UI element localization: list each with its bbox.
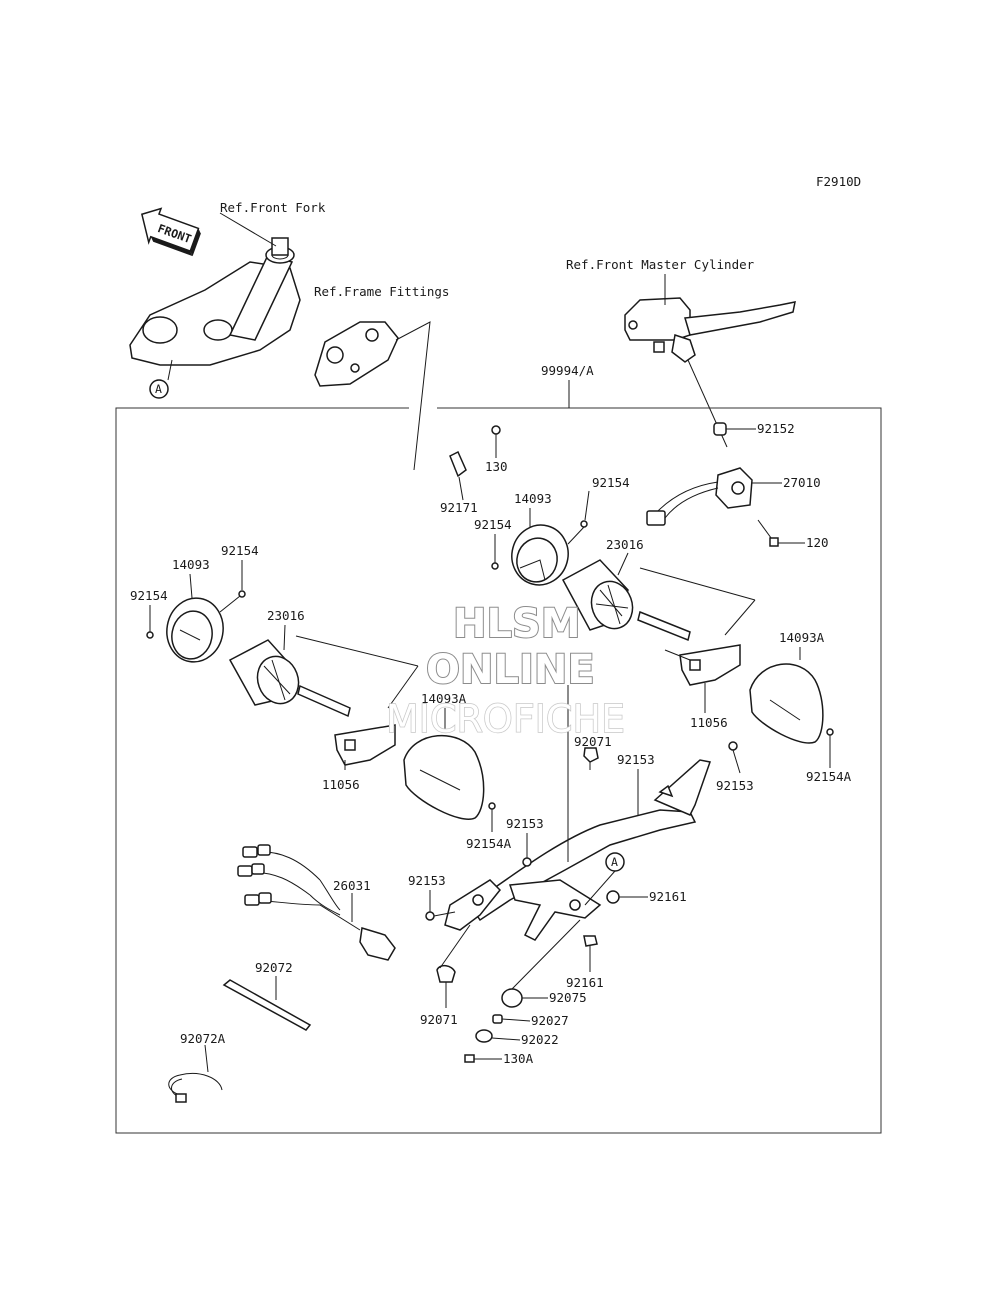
part-14093-left-housing: 14093 (166, 557, 224, 663)
svg-text:92153: 92153 (716, 778, 754, 793)
svg-text:A: A (155, 382, 162, 396)
svg-text:130: 130 (485, 459, 508, 474)
svg-text:92072: 92072 (255, 960, 293, 975)
svg-text:23016: 23016 (267, 608, 305, 623)
part-92161-right: 92161 (606, 889, 687, 904)
ref-marker-top (149, 379, 169, 399)
svg-text:14093: 14093 (514, 491, 552, 506)
svg-text:92161: 92161 (649, 889, 687, 904)
svg-text:23016: 23016 (606, 537, 644, 552)
svg-text:92071: 92071 (574, 734, 612, 749)
figure-code: F2910D (816, 174, 861, 189)
assembly-frame (115, 407, 882, 1134)
svg-text:MICROFICHE: MICROFICHE (386, 697, 625, 741)
ref-frame-fittings-label: Ref.Frame Fittings (314, 284, 449, 299)
svg-text:27010: 27010 (783, 475, 821, 490)
svg-text:92154: 92154 (592, 475, 630, 490)
svg-text:14093A: 14093A (421, 691, 467, 706)
svg-text:120: 120 (806, 535, 829, 550)
part-14093A-right-lens: 14093A (749, 630, 825, 744)
part-92071-upper: 92071 (574, 734, 612, 770)
part-130A-bolt: 130A (464, 1051, 534, 1066)
svg-text:92027: 92027 (531, 1013, 569, 1028)
svg-text:92153: 92153 (506, 816, 544, 831)
svg-text:92171: 92171 (440, 500, 478, 515)
svg-text:ONLINE: ONLINE (426, 647, 595, 693)
svg-text:92153: 92153 (408, 873, 446, 888)
part-92154A-left: 92154A (466, 802, 512, 851)
svg-text:92071: 92071 (420, 1012, 458, 1027)
svg-text:130A: 130A (503, 1051, 534, 1066)
part-92154A-right: 92154A (806, 728, 852, 784)
part-14093A-left-lens: 14093A (403, 691, 485, 820)
part-92154-left-b: 92154 (130, 588, 168, 639)
ref-front-fork-label: Ref.Front Fork (220, 200, 326, 215)
part-92153-right: 92153 (716, 741, 754, 793)
svg-text:92075: 92075 (549, 990, 587, 1005)
svg-text:92161: 92161 (566, 975, 604, 990)
svg-text:14093A: 14093A (779, 630, 825, 645)
part-92161-lower: 92161 (566, 935, 604, 990)
svg-text:92072A: 92072A (180, 1031, 226, 1046)
svg-text:11056: 11056 (322, 777, 360, 792)
main-mounting-bracket (444, 759, 711, 941)
part-23016-right-signal: 23016 (561, 537, 691, 642)
svg-text:92154: 92154 (130, 588, 168, 603)
svg-text:92153: 92153 (617, 752, 655, 767)
part-92072A-cable-tie: 92072A (168, 1031, 226, 1103)
part-92075-grommet: 92075 (501, 988, 587, 1008)
svg-text:HLSM: HLSM (453, 601, 581, 647)
part-92027-collar: 92027 (492, 1013, 569, 1028)
frame-fittings-bracket (314, 321, 399, 387)
part-92071-lower: 92071 (420, 964, 458, 1027)
part-27010-switch: 27010 (646, 467, 821, 526)
svg-text:14093: 14093 (172, 557, 210, 572)
part-14093-right-housing: 14093 (511, 491, 569, 586)
svg-text:92152: 92152 (757, 421, 795, 436)
svg-text:92022: 92022 (521, 1032, 559, 1047)
part-92171-clip: 92171 (440, 450, 478, 515)
svg-text:11056: 11056 (690, 715, 728, 730)
svg-text:92154: 92154 (474, 517, 512, 532)
part-92022-washer: 92022 (475, 1029, 559, 1047)
part-11056-left-bracket: 11056 (322, 724, 396, 792)
part-92153-lower-left: 92153 (408, 873, 456, 921)
part-92154-right-b: 92154 (474, 517, 512, 570)
part-92152: 92152 (713, 421, 795, 436)
part-92153-lower-center: 92153 (506, 816, 544, 867)
part-92154-left-a: 92154 (219, 543, 259, 613)
part-26031-harness: 26031 (237, 844, 396, 961)
svg-text:A: A (611, 855, 618, 869)
svg-text:92154: 92154 (221, 543, 259, 558)
watermark: HLSM ONLINE MICROFICHE (385, 600, 626, 742)
ref-front-master-cylinder-label: Ref.Front Master Cylinder (566, 257, 755, 272)
assembly-label: 99994/A (541, 363, 594, 378)
svg-text:92154A: 92154A (806, 769, 852, 784)
part-120: 120 (757, 519, 829, 550)
front-arrow-icon: FRONT (140, 207, 201, 257)
part-92154-right-a: 92154 (567, 475, 630, 545)
svg-text:92154A: 92154A (466, 836, 512, 851)
svg-text:26031: 26031 (333, 878, 371, 893)
front-fork-bracket (129, 237, 301, 366)
part-23016-left-signal: 23016 (228, 608, 351, 718)
part-11056-right-bracket: 11056 (679, 644, 741, 730)
part-130: 130 (485, 425, 508, 474)
front-master-cylinder (624, 297, 796, 363)
part-92072-cable-tie: 92072 (222, 960, 312, 1031)
